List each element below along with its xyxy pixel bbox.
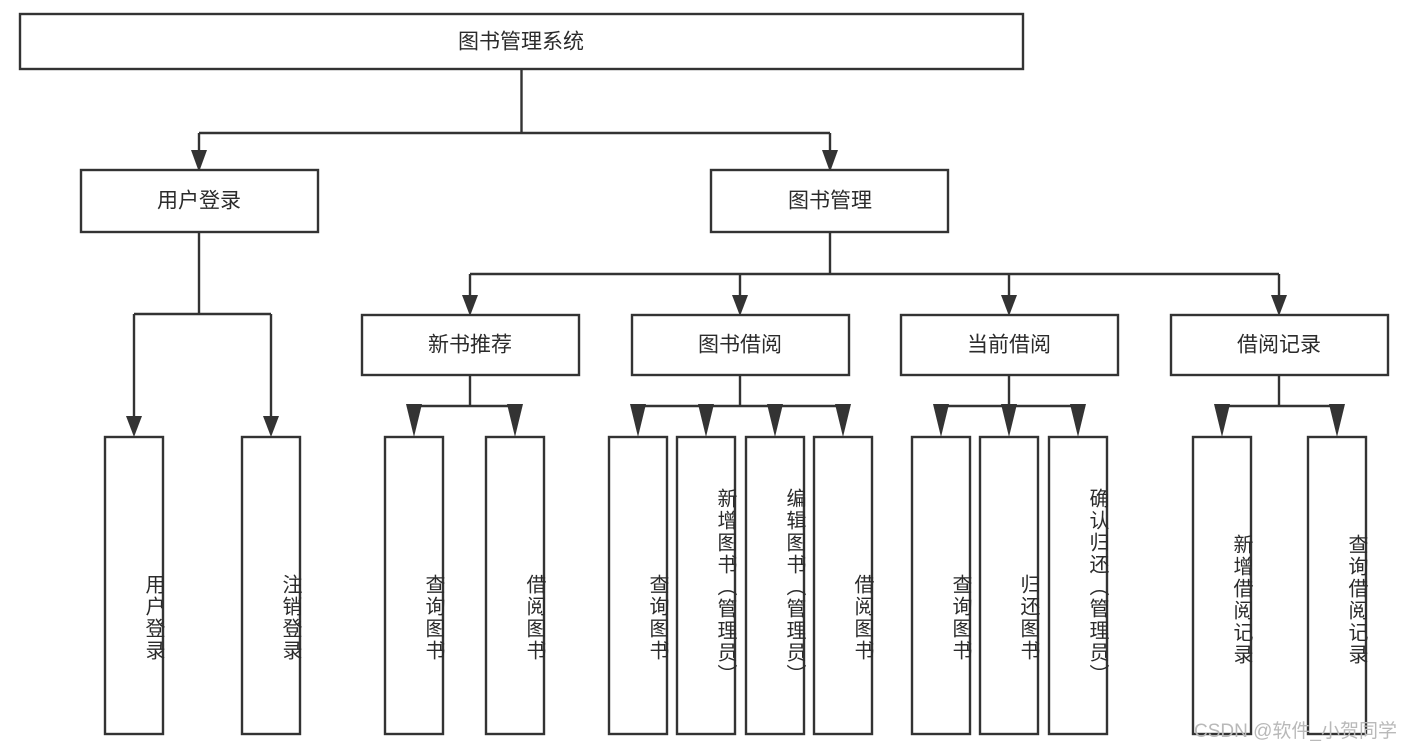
node-box-leaf-user-login[interactable] — [103, 435, 165, 736]
node-label-borrow-record: 借阅记录 — [1237, 334, 1321, 357]
node-box-user-login[interactable] — [79, 168, 320, 234]
node-box-borrow-record[interactable] — [1169, 313, 1390, 377]
node-box-current-borrow[interactable] — [899, 313, 1120, 377]
node-box-leaf-confirm-return[interactable] — [1047, 435, 1109, 736]
node-box-leaf-query-book-3[interactable] — [910, 435, 972, 736]
node-box-root[interactable] — [18, 12, 1025, 71]
arrow-head-leaf-edit-book — [767, 404, 783, 437]
node-label-root: 图书管理系统 — [458, 31, 584, 54]
node-label-book-manage: 图书管理 — [788, 190, 872, 213]
arrow-head-current-borrow — [1001, 295, 1017, 316]
node-label-book-borrow: 图书借阅 — [698, 334, 782, 357]
node-box-book-borrow[interactable] — [630, 313, 851, 377]
nodes-group — [18, 12, 1390, 736]
node-label-current-borrow: 当前借阅 — [967, 334, 1051, 357]
arrow-head-leaf-confirm-return — [1070, 404, 1086, 437]
node-box-book-manage[interactable] — [709, 168, 950, 234]
node-box-leaf-logout[interactable] — [240, 435, 302, 736]
arrow-head-book-manage — [822, 150, 838, 172]
arrow-head-leaf-return-book — [1001, 404, 1017, 437]
node-box-leaf-borrow-book-2[interactable] — [812, 435, 874, 736]
node-box-leaf-add-book[interactable] — [675, 435, 737, 736]
arrow-head-leaf-add-book — [698, 404, 714, 437]
arrow-head-leaf-borrow-book-1 — [507, 404, 523, 437]
arrow-head-borrow-record — [1271, 295, 1287, 316]
arrow-head-new-book-rec — [462, 295, 478, 316]
arrow-head-leaf-query-book-1 — [406, 404, 422, 437]
arrow-head-leaf-logout — [263, 416, 279, 437]
node-label-new-book-rec: 新书推荐 — [428, 334, 512, 357]
node-box-leaf-edit-book[interactable] — [744, 435, 806, 736]
arrow-head-user-login — [191, 150, 207, 172]
arrow-head-leaf-query-record — [1329, 404, 1345, 437]
node-box-leaf-borrow-book-1[interactable] — [484, 435, 546, 736]
node-box-new-book-rec[interactable] — [360, 313, 581, 377]
arrow-head-leaf-user-login — [126, 416, 142, 437]
horizontal-labels-group: 图书管理系统 用户登录 图书管理 新书推荐 图书借阅 当前借阅 借阅记录 — [157, 31, 1321, 357]
connectors-group — [126, 69, 1345, 437]
node-label-user-login: 用户登录 — [157, 190, 241, 213]
arrow-head-leaf-query-book-3 — [933, 404, 949, 437]
watermark-text: CSDN @软件_小贺同学 — [1194, 721, 1397, 742]
node-box-leaf-query-book-1[interactable] — [383, 435, 445, 736]
arrow-head-leaf-borrow-book-2 — [835, 404, 851, 437]
arrow-head-book-borrow — [732, 295, 748, 316]
arrow-head-leaf-query-book-2 — [630, 404, 646, 437]
arrow-head-leaf-add-record — [1214, 404, 1230, 437]
node-box-leaf-query-record[interactable] — [1306, 435, 1368, 736]
node-box-leaf-add-record[interactable] — [1191, 435, 1253, 736]
node-box-leaf-query-book-2[interactable] — [607, 435, 669, 736]
node-box-leaf-return-book[interactable] — [978, 435, 1040, 736]
